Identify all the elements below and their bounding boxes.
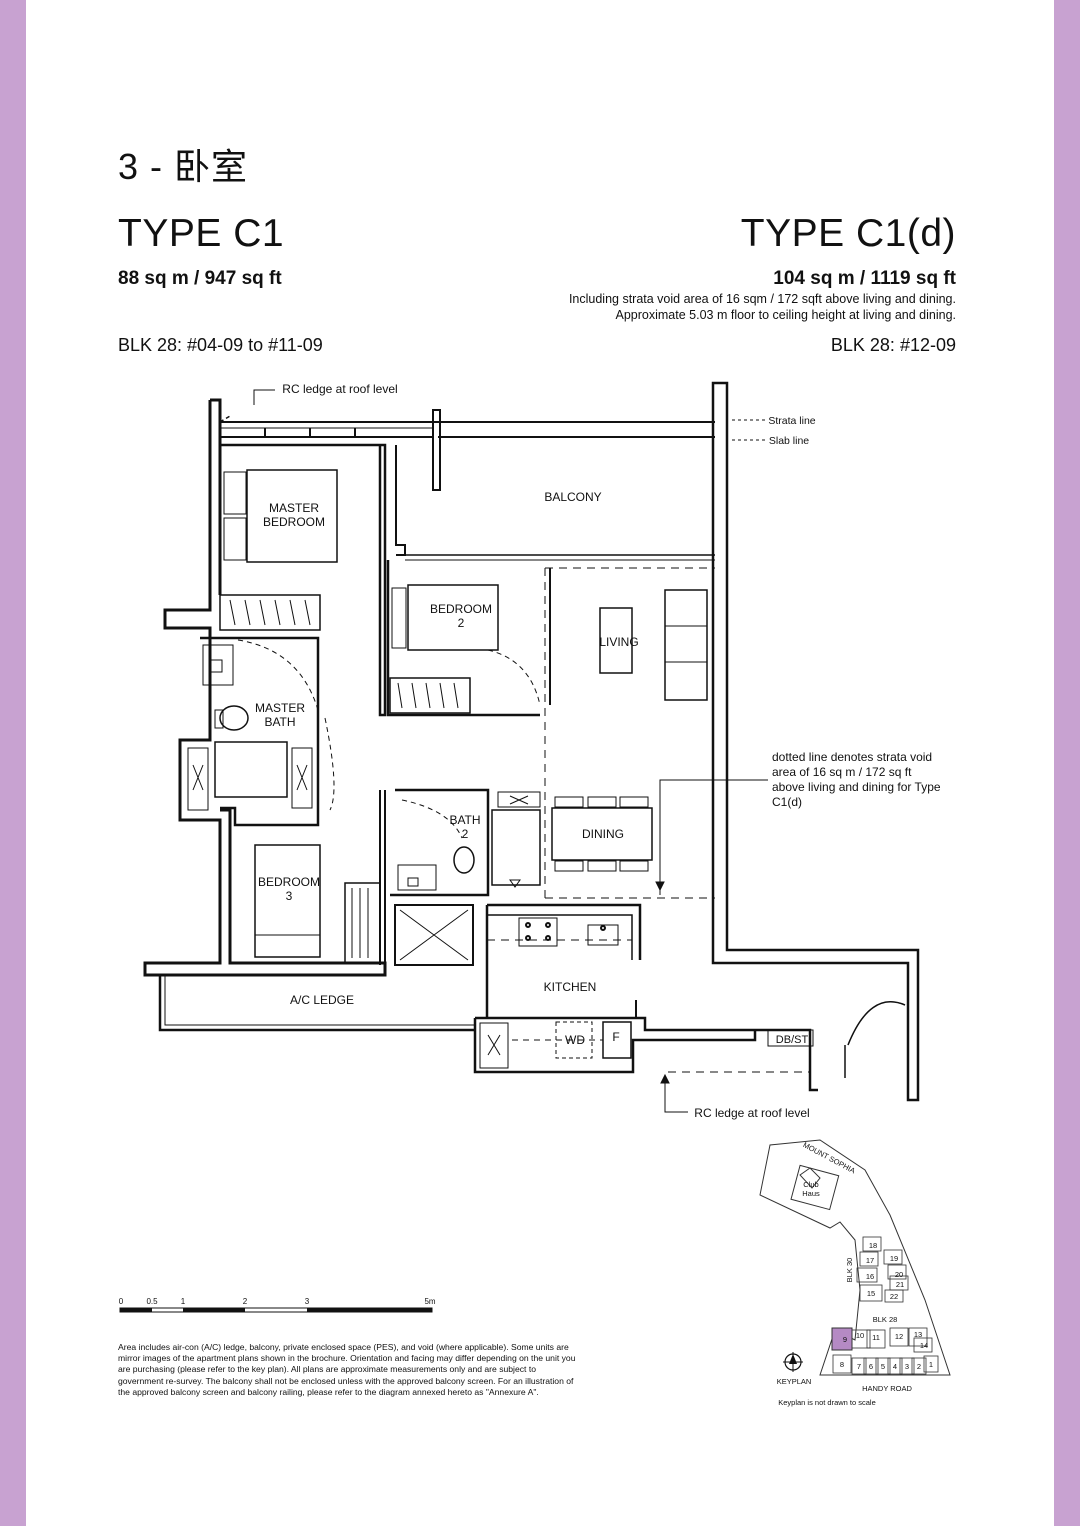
type-title-right: TYPE C1(d) [740,212,956,255]
scale-tick-3: 3 [305,1297,310,1306]
kp-unit: 8 [840,1360,844,1369]
label-ac-ledge: A/C LEDGE [290,993,354,1007]
kp-club-1: Club [803,1180,818,1189]
category-title: 3 - 卧室 [118,146,249,187]
kp-unit: 10 [856,1331,864,1340]
kp-unit: 1 [929,1360,933,1369]
area-left: 88 sq m / 947 sq ft [118,268,282,289]
kp-mount-sophia: MOUNT SOPHIA [802,1140,857,1175]
kp-note: Keyplan is not drawn to scale [778,1398,876,1407]
kp-unit: 13 [914,1330,922,1339]
area-right: 104 sq m / 1119 sq ft [773,268,956,289]
kp-club-2: Haus [802,1189,820,1198]
floor-plan: RC ledge at roof level Strata line Slab … [119,381,951,1407]
brochure-page: 3 - 卧室 TYPE C1 TYPE C1(d) 88 sq m / 947 … [26,0,1054,1526]
label-master-bedroom-1: MASTER [269,501,319,515]
kp-unit: 15 [867,1289,875,1298]
scale-tick-0: 0 [119,1297,124,1306]
kp-unit: 5 [881,1362,885,1371]
scale-bar: 0 0.5 1 2 3 5m [119,1297,436,1313]
void-note-4: C1(d) [772,795,802,809]
keyplan: MOUNT SOPHIA Club Haus BLK 30 BLK 28 HAN… [759,1139,951,1407]
label-rc-ledge-bottom: RC ledge at roof level [694,1106,809,1120]
kp-blk28: BLK 28 [873,1315,898,1324]
kp-unit: 19 [890,1254,898,1263]
label-master-bath-1: MASTER [255,701,305,715]
block-left: BLK 28: #04-09 to #11-09 [118,335,323,355]
label-master-bedroom-2: BEDROOM [263,515,325,529]
label-fridge: F [612,1030,619,1044]
label-balcony: BALCONY [544,490,601,504]
void-note-1: dotted line denotes strata void [772,750,932,764]
label-rc-ledge-top: RC ledge at roof level [282,382,397,396]
kp-unit: 21 [896,1280,904,1289]
kp-unit: 17 [866,1256,874,1265]
type-title-left: TYPE C1 [118,212,285,255]
kp-unit: 12 [895,1332,903,1341]
scale-tick-2: 2 [243,1297,248,1306]
label-bath2-1: BATH [449,813,480,827]
block-right: BLK 28: #12-09 [830,335,956,355]
kp-unit: 14 [920,1341,928,1350]
label-strata-line: Strata line [768,415,815,427]
scale-tick-05: 0.5 [146,1297,158,1306]
kp-handy-road: HANDY ROAD [862,1384,912,1393]
label-bedroom2-2: 2 [458,616,465,630]
kp-unit: 2 [917,1362,921,1371]
kp-unit: 3 [905,1362,909,1371]
north-compass-icon [783,1352,803,1372]
kp-unit: 6 [869,1362,873,1371]
label-bedroom2-1: BEDROOM [430,602,492,616]
strata-note: Including strata void area of 16 sqm / 1… [568,292,956,306]
scale-tick-1: 1 [181,1297,186,1306]
label-living: LIVING [599,635,638,649]
label-dbst: DB/ST [776,1034,809,1046]
kp-unit: 16 [866,1272,874,1281]
label-bedroom3-2: 3 [286,889,293,903]
label-dining: DINING [582,827,624,841]
void-note-2: area of 16 sq m / 172 sq ft [772,765,912,779]
kp-unit: 20 [895,1270,903,1279]
kp-unit: 4 [893,1362,897,1371]
label-bath2-2: 2 [462,827,469,841]
kp-unit: 18 [869,1241,877,1250]
kp-unit: 7 [857,1362,861,1371]
label-wd: WD [565,1033,585,1047]
label-master-bath-2: BATH [264,715,295,729]
label-bedroom3-1: BEDROOM [258,875,320,889]
scale-tick-5m: 5m [424,1297,435,1306]
kp-unit: 9 [843,1335,847,1344]
kp-label: KEYPLAN [777,1377,812,1386]
kp-unit: 11 [872,1333,880,1342]
kp-blk30: BLK 30 [845,1258,854,1283]
void-note-3: above living and dining for Type [772,780,941,794]
ceiling-note: Approximate 5.03 m floor to ceiling heig… [615,308,956,322]
kp-unit: 22 [890,1292,898,1301]
label-slab-line: Slab line [769,435,809,447]
label-kitchen: KITCHEN [544,980,597,994]
disclaimer: Area includes air-con (A/C) ledge, balco… [118,1342,576,1397]
